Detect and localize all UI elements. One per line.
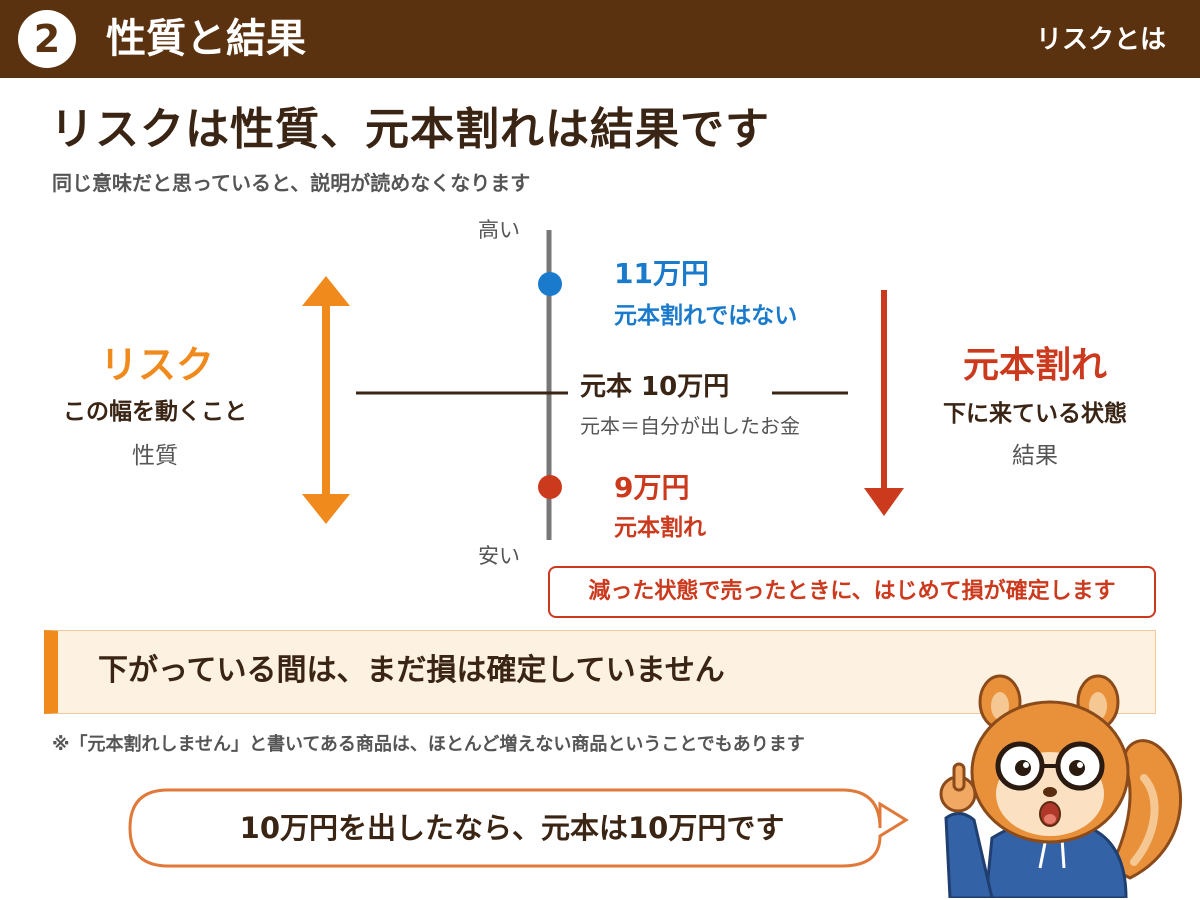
footnote: ※「元本割れしません」と書いてある商品は、ほとんど増えない商品ということでもあり…	[52, 734, 805, 755]
down-point-status: 元本割れ	[614, 515, 706, 541]
down-point-value: 9万円	[614, 471, 690, 504]
section-number-badge: 2	[18, 10, 76, 68]
loss-description: 下に来ている状態	[943, 401, 1127, 427]
risk-nature-label: 性質	[132, 443, 178, 469]
page-subtitle: 同じ意味だと思っていると、説明が読めなくなります	[52, 171, 531, 195]
squirrel-mascot-icon	[939, 674, 1183, 898]
risk-description: この幅を動くこと	[63, 399, 247, 425]
down-point-marker	[538, 475, 562, 499]
axis-low-label: 安い	[478, 544, 520, 568]
loss-down-arrow	[864, 290, 904, 516]
speech-bubble	[128, 788, 909, 868]
up-point-status: 元本割れではない	[614, 303, 798, 329]
price-diagram	[302, 230, 904, 540]
loss-confirm-note: 減った状態で売ったときに、はじめて損が確定します	[548, 566, 1156, 618]
header-title: 性質と結果	[106, 16, 306, 62]
key-point-banner: 下がっている間は、まだ損は確定していません	[44, 630, 1156, 714]
key-point-text: 下がっている間は、まだ損は確定していません	[98, 653, 725, 688]
loss-result-label: 結果	[1012, 443, 1058, 469]
section-label: リスクとは	[1035, 25, 1166, 55]
page-title: リスクは性質、元本割れは結果です	[50, 104, 770, 155]
header-bar: 2 性質と結果 リスクとは	[0, 0, 1200, 78]
principal-definition: 元本＝自分が出したお金	[580, 414, 800, 438]
up-point-marker	[538, 272, 562, 296]
loss-label: 元本割れ	[962, 345, 1107, 386]
speech-text: 10万円を出したなら、元本は10万円です	[239, 811, 785, 845]
up-point-value: 11万円	[614, 257, 709, 290]
axis-high-label: 高い	[478, 218, 520, 242]
principal-label: 元本 10万円	[580, 372, 730, 402]
risk-range-arrow	[302, 276, 350, 524]
risk-label: リスク	[100, 343, 215, 387]
